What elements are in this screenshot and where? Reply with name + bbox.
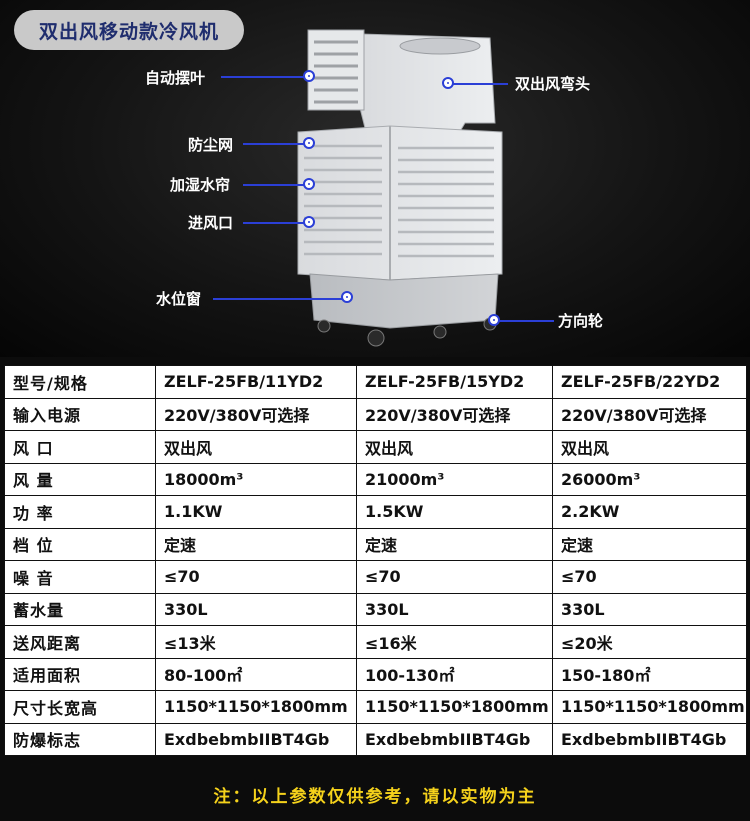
callout-line xyxy=(452,83,508,85)
spec-value: 18000m³ xyxy=(155,462,357,496)
spec-label: 功 率 xyxy=(4,495,156,529)
spec-label: 输入电源 xyxy=(4,397,156,431)
table-row: 噪 音≤70≤70≤70 xyxy=(4,560,747,594)
spec-value: ExdbebmbIIBT4Gb xyxy=(356,722,553,756)
spec-value: 定速 xyxy=(155,527,357,561)
callout-dot xyxy=(303,70,315,82)
spec-value: 双出风 xyxy=(552,430,747,464)
spec-label: 适用面积 xyxy=(4,657,156,691)
spec-label: 防爆标志 xyxy=(4,722,156,756)
callout-curtain-label: 加湿水帘 xyxy=(170,176,231,194)
callout-line xyxy=(213,298,343,300)
spec-value: 1150*1150*1800mm xyxy=(552,690,747,724)
air-cooler-image xyxy=(297,29,503,347)
spec-label: 风 量 xyxy=(4,462,156,496)
callout-line xyxy=(498,320,554,322)
product-illustration-area: 双出风移动款冷风机 xyxy=(0,0,750,357)
spec-value: 330L xyxy=(155,592,357,626)
spec-value: 26000m³ xyxy=(552,462,747,496)
callout-dot xyxy=(488,314,500,326)
spec-value: ZELF-25FB/11YD2 xyxy=(155,365,357,399)
callout-dot xyxy=(341,291,353,303)
table-row: 风 口双出风双出风双出风 xyxy=(4,430,747,464)
spec-label: 型号/规格 xyxy=(4,365,156,399)
callout-line xyxy=(243,184,307,186)
spec-value: ≤70 xyxy=(155,560,357,594)
spec-value: 定速 xyxy=(356,527,553,561)
disclaimer-note: 注：以上参数仅供参考，请以实物为主 xyxy=(213,787,537,807)
callout-line xyxy=(221,76,307,78)
callout-line xyxy=(243,143,307,145)
spec-label: 蓄水量 xyxy=(4,592,156,626)
spec-label: 档 位 xyxy=(4,527,156,561)
spec-value: 双出风 xyxy=(155,430,357,464)
spec-value: 220V/380V可选择 xyxy=(356,397,553,431)
spec-value: 220V/380V可选择 xyxy=(552,397,747,431)
spec-value: ≤13米 xyxy=(155,625,357,659)
spec-value: 定速 xyxy=(552,527,747,561)
spec-value: 21000m³ xyxy=(356,462,553,496)
callout-dot xyxy=(442,77,454,89)
callout-inlet-label: 进风口 xyxy=(188,214,234,232)
spec-value: 1.1KW xyxy=(155,495,357,529)
spec-value: 100-130㎡ xyxy=(356,657,553,691)
callout-dot xyxy=(303,216,315,228)
spec-value: 150-180㎡ xyxy=(552,657,747,691)
spec-label: 尺寸长宽高 xyxy=(4,690,156,724)
spec-value: ≤70 xyxy=(552,560,747,594)
callout-elbow-label: 双出风弯头 xyxy=(515,75,591,93)
spec-value: ZELF-25FB/15YD2 xyxy=(356,365,553,399)
callout-line xyxy=(243,222,307,224)
callout-dust-label: 防尘网 xyxy=(188,136,234,154)
spec-value: 80-100㎡ xyxy=(155,657,357,691)
spec-value: 220V/380V可选择 xyxy=(155,397,357,431)
spec-label: 噪 音 xyxy=(4,560,156,594)
table-row: 送风距离≤13米≤16米≤20米 xyxy=(4,625,747,659)
spec-value: 330L xyxy=(356,592,553,626)
callout-dot xyxy=(303,137,315,149)
spec-label: 风 口 xyxy=(4,430,156,464)
spec-value: 1150*1150*1800mm xyxy=(155,690,357,724)
spec-value: ExdbebmbIIBT4Gb xyxy=(552,722,747,756)
spec-label: 送风距离 xyxy=(4,625,156,659)
callout-window-label: 水位窗 xyxy=(156,290,202,308)
spec-value: ZELF-25FB/22YD2 xyxy=(552,365,747,399)
callout-wheel-label: 方向轮 xyxy=(558,312,604,330)
spec-value: ExdbebmbIIBT4Gb xyxy=(155,722,357,756)
spec-value: 330L xyxy=(552,592,747,626)
spec-value: 双出风 xyxy=(356,430,553,464)
callout-dot xyxy=(303,178,315,190)
spec-value: ≤70 xyxy=(356,560,553,594)
spec-value: 1150*1150*1800mm xyxy=(356,690,553,724)
callout-swing-label: 自动摆叶 xyxy=(145,69,206,87)
spec-value: 1.5KW xyxy=(356,495,553,529)
spec-value: 2.2KW xyxy=(552,495,747,529)
product-title: 双出风移动款冷风机 xyxy=(14,10,244,50)
spec-value: ≤20米 xyxy=(552,625,747,659)
spec-value: ≤16米 xyxy=(356,625,553,659)
table-row: 档 位定速定速定速 xyxy=(4,527,747,561)
